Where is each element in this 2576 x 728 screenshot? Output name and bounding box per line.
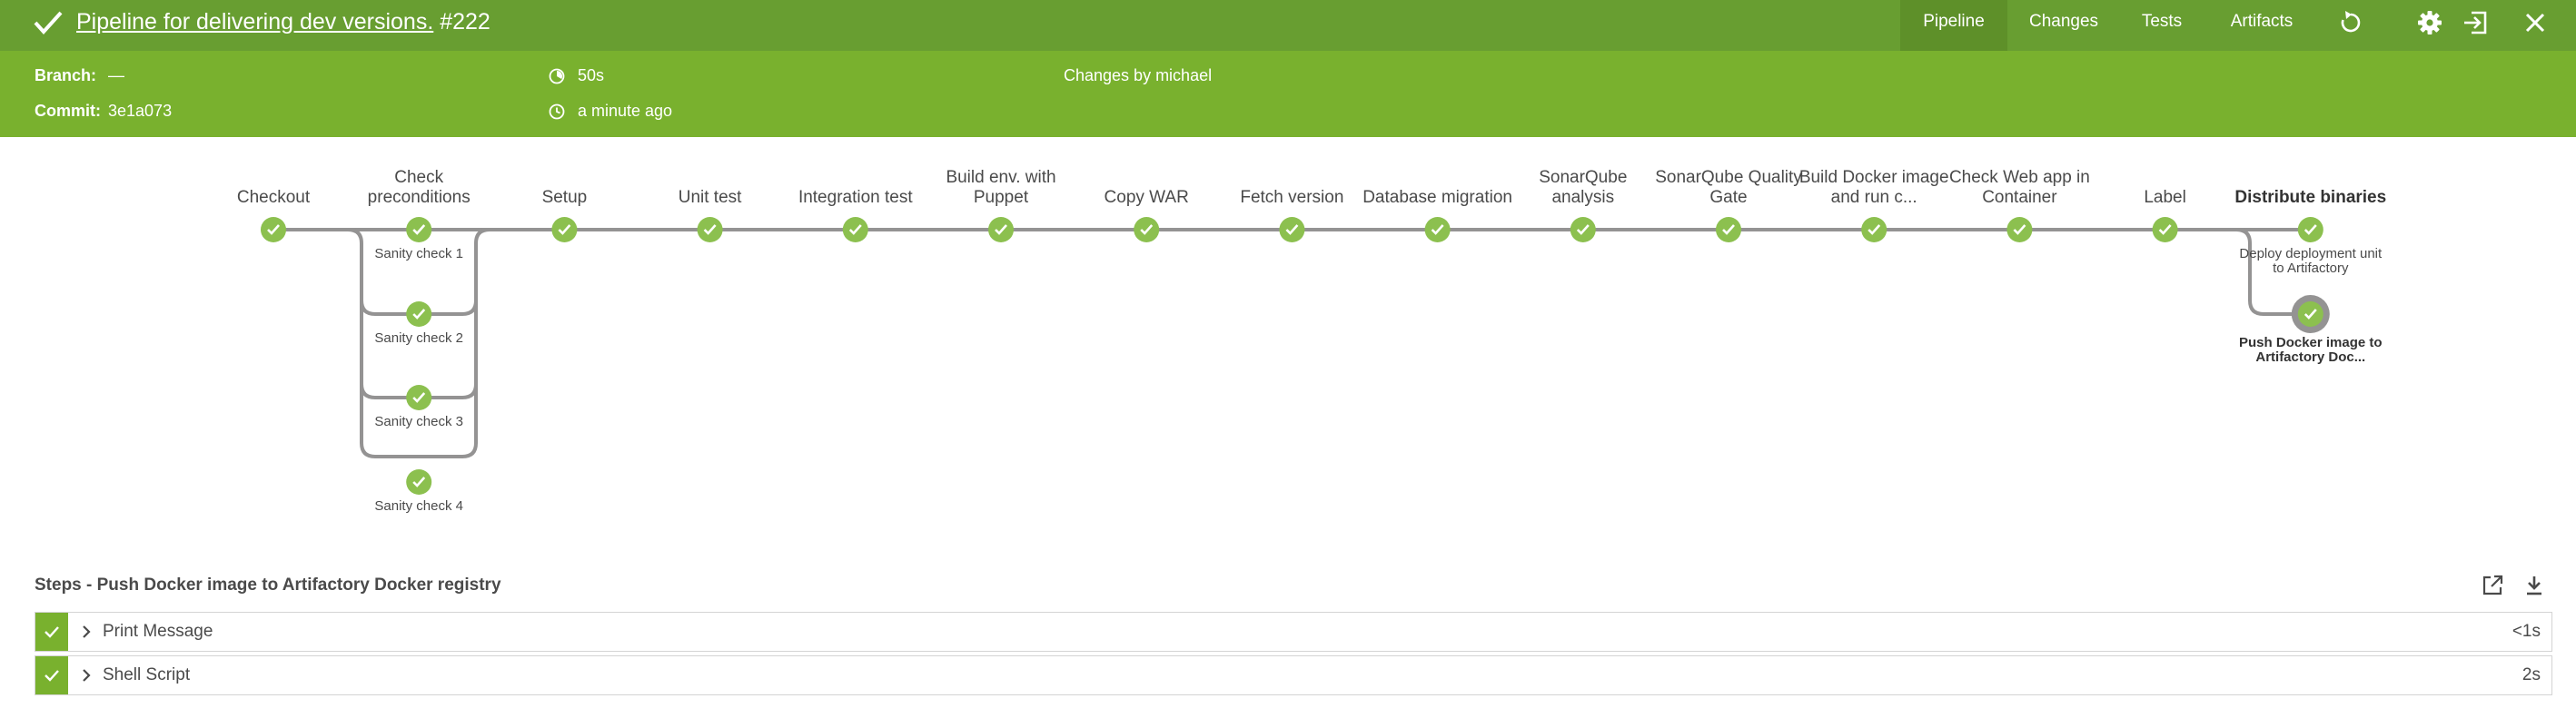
stage-build-env-with-puppet-node[interactable] [988,217,1014,242]
pipeline-graph [261,217,2330,495]
stage-checkout-node[interactable] [261,217,286,242]
tab-tests[interactable]: Tests [2141,12,2183,31]
close-icon[interactable] [2522,9,2549,36]
parallel-label: Sanity check 3 [374,414,463,429]
stage-database-migration-label: Database migration [1362,188,1512,207]
download-icon[interactable] [2522,573,2547,598]
logout-icon[interactable] [2462,9,2489,36]
step-duration: 2s [2522,665,2541,684]
parallel-label: Sanity check 1 [374,246,463,261]
replay-icon[interactable] [2337,9,2364,36]
duration-icon [549,68,565,84]
tab-artifacts[interactable]: Artifacts [2230,12,2294,31]
stage-build-docker-image-and-run-c-node[interactable] [1861,217,1887,242]
started-value: a minute ago [578,102,673,120]
chevron-right-icon[interactable] [81,625,92,639]
stage-database-migration-node[interactable] [1424,217,1451,242]
chevron-right-icon[interactable] [81,668,92,683]
run-title: Pipeline for delivering dev versions. #2… [76,5,490,38]
steps-title: Steps - Push Docker image to Artifactory… [35,576,501,595]
open-in-new-window-icon[interactable] [2480,573,2505,598]
step-row-print-message[interactable]: Print Message <1s [35,612,2552,652]
parallel-node-push-docker-image-to-artifactory-doc[interactable] [2291,295,2330,333]
check-icon [45,670,59,682]
step-status-success [35,613,68,651]
stage-label-node[interactable] [2152,217,2178,242]
stage-fetch-version-label: Fetch version [1240,188,1344,207]
clock-icon [549,103,565,120]
settings-icon[interactable] [2416,9,2443,36]
run-number: #222 [440,9,490,34]
parallel-node-sanity-check-4[interactable] [406,469,432,495]
stage-check-web-app-in-container-node[interactable] [2006,217,2033,242]
step-name: Shell Script [103,665,191,684]
stage-label-label: Label [2144,188,2186,207]
stage-integration-test-node[interactable] [842,217,868,242]
commit-label: Commit: [35,102,101,120]
step-name: Print Message [103,622,213,641]
parallel-node-sanity-check-2[interactable] [406,301,432,327]
step-status-success [35,656,68,694]
stage-setup-label: Setup [541,188,588,207]
stage-copy-war-label: Copy WAR [1104,188,1189,207]
stage-fetch-version-node[interactable] [1279,217,1305,242]
stage-sonarqube-analysis-node[interactable] [1570,217,1596,242]
pipeline-name-link[interactable]: Pipeline for delivering dev versions. [76,9,434,34]
parallel-label: Sanity check 4 [374,498,463,514]
run-summary-bar: Branch: — Commit: 3e1a073 50s a minute a… [0,51,2576,137]
top-bar: Pipeline for delivering dev versions. #2… [0,0,2576,51]
duration-value: 50s [578,66,605,84]
parallel-node-deploy-deployment-unit-to-artifactory[interactable] [2297,217,2323,242]
stage-check-web-app-in-container-label: Check Web app in Container [1948,168,2090,207]
commit-value[interactable]: 3e1a073 [108,102,173,120]
step-row-shell-script[interactable]: Shell Script 2s [35,655,2552,695]
success-check-icon [34,11,63,34]
stage-unit-test-node[interactable] [697,217,723,242]
pipeline-connectors [273,228,2305,458]
check-icon [45,626,59,638]
stage-distribute-binaries-label: Distribute binaries [2234,188,2387,207]
parallel-node-sanity-check-1[interactable] [406,217,432,242]
parallel-node-sanity-check-3[interactable] [406,385,432,410]
stage-copy-war-node[interactable] [1134,217,1160,242]
stage-integration-test-label: Integration test [798,188,913,207]
tab-changes[interactable]: Changes [2028,12,2099,31]
stage-sonarqube-quality-gate-node[interactable] [1716,217,1741,242]
stage-unit-test-label: Unit test [678,188,742,207]
parallel-label: Deploy deployment unit to Artifactory [2239,246,2383,276]
stage-checkout-label: Checkout [236,188,311,207]
tab-pipeline[interactable]: Pipeline [1900,0,2007,51]
changes-by: Changes by michael [1064,66,1213,84]
stage-build-docker-image-and-run-c-label: Build Docker image and run c... [1798,168,1949,207]
stage-check-preconditions-label: Check preconditions [367,168,471,207]
stage-sonarqube-analysis-label: SonarQube analysis [1539,168,1628,207]
step-duration: <1s [2512,622,2541,641]
branch-label: Branch: [35,66,97,84]
stage-sonarqube-quality-gate-label: SonarQube Quality Gate [1655,168,1802,207]
stage-setup-node[interactable] [551,217,578,242]
stage-build-env-with-puppet-label: Build env. with Puppet [946,168,1056,207]
branch-value: — [108,66,124,84]
parallel-label: Sanity check 2 [374,330,463,346]
parallel-label: Push Docker image to Artifactory Doc... [2239,335,2383,365]
